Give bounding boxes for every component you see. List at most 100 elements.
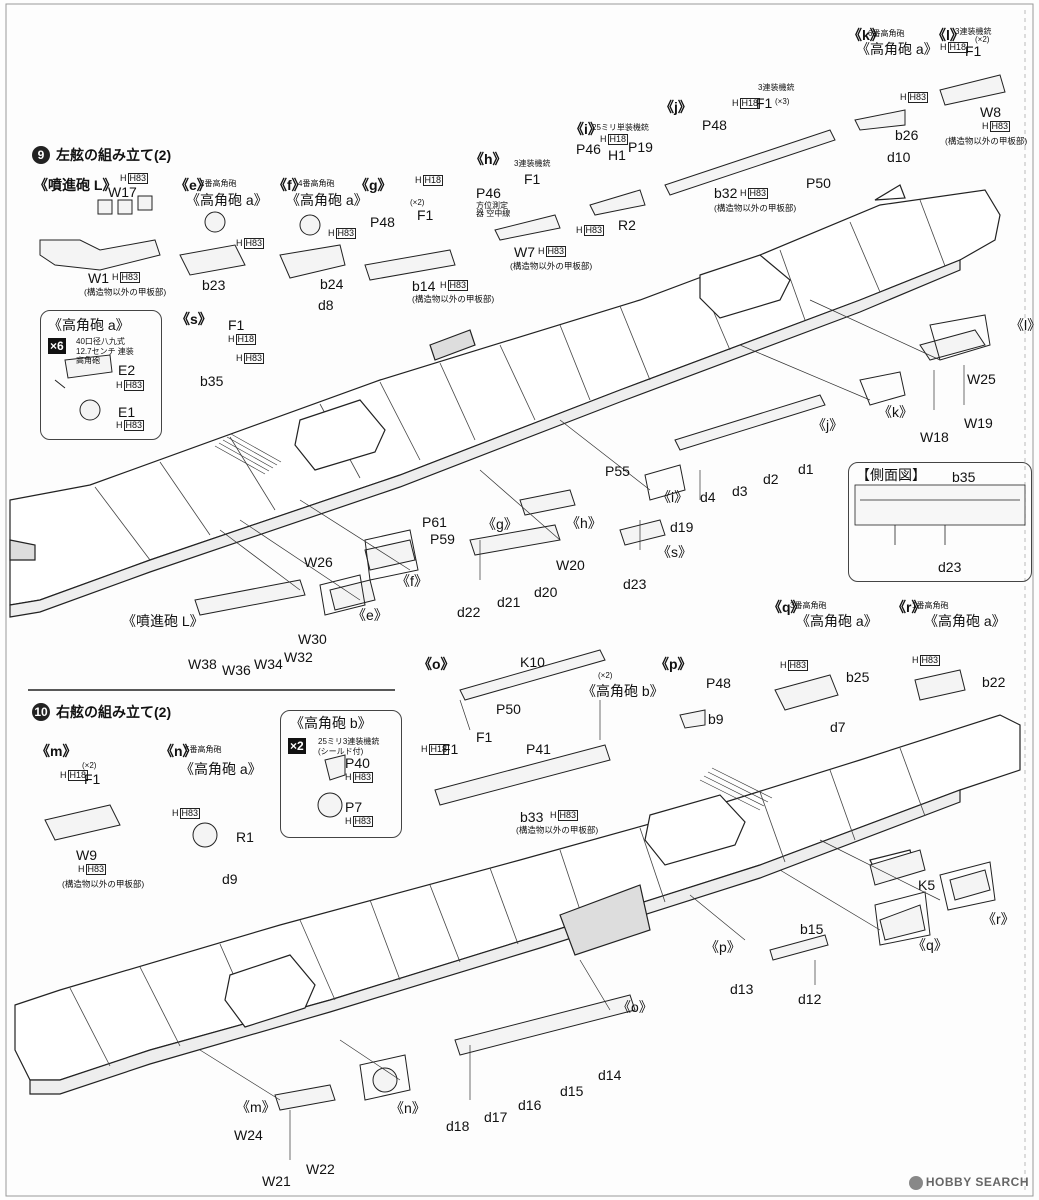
- part-label: F1: [417, 207, 434, 223]
- box-title: 【側面図】: [856, 467, 926, 483]
- part-label: W26: [304, 554, 333, 570]
- part-label: W22: [306, 1161, 335, 1177]
- part-label: E2: [118, 362, 136, 378]
- ring-label: 《p》: [705, 939, 741, 955]
- ring-label: 《h》: [566, 515, 602, 531]
- ring-callout: [364, 529, 419, 581]
- part-label: P48: [370, 214, 395, 230]
- box-title: 《高角砲 a》: [48, 317, 130, 333]
- part-label: P55: [605, 463, 630, 479]
- part-label: d8: [318, 297, 334, 313]
- part-label: W24: [234, 1127, 263, 1143]
- step10-number: 10: [32, 703, 50, 721]
- ring-callout: [644, 464, 686, 501]
- part-label: d15: [560, 1083, 584, 1099]
- group-label: 《l》: [932, 27, 964, 43]
- part-label: P46: [476, 185, 501, 201]
- part-label: W20: [556, 557, 585, 573]
- part-label: d19: [670, 519, 694, 535]
- deck-note: (構造物以外の甲板部): [510, 261, 593, 271]
- ring-label: 《e》: [352, 607, 388, 623]
- lower-components: [44, 649, 991, 1111]
- group-sub: 3連装機銃: [758, 83, 795, 92]
- ring-label: 《噴進砲 L》: [122, 613, 204, 629]
- group-label: 《p》: [655, 656, 692, 672]
- part-label: E1: [118, 404, 136, 420]
- part-label: d9: [222, 871, 238, 887]
- part-label: b35: [200, 373, 224, 389]
- part-label: F1: [965, 43, 982, 59]
- group-sub: 6番高角砲: [868, 29, 905, 38]
- part-label: W32: [284, 649, 313, 665]
- group-sub: 5番高角砲: [185, 745, 222, 754]
- group-label: 《r》: [892, 599, 926, 615]
- part-label: P40: [345, 755, 370, 771]
- side-view-box: [848, 462, 1032, 582]
- part-label: b35: [952, 469, 976, 485]
- part-label: d7: [830, 719, 846, 735]
- part-label: F1: [442, 741, 459, 757]
- part-label: W25: [967, 371, 996, 387]
- part-label: K10: [520, 654, 545, 670]
- part-label: b23: [202, 277, 226, 293]
- step9-heading: 9 左舷の組み立て(2): [32, 145, 171, 165]
- deck-note: (構造物以外の甲板部): [412, 294, 495, 304]
- group-label: 《h》: [470, 151, 507, 167]
- part-label: P48: [702, 117, 727, 133]
- part-label: d23: [623, 576, 647, 592]
- ring-label: 《n》: [390, 1100, 426, 1116]
- ring-label: 《j》: [812, 417, 844, 433]
- part-label: F1: [756, 95, 773, 111]
- part-label: P50: [496, 701, 521, 717]
- part-label: W36: [222, 662, 251, 678]
- group-sub: 25ミリ単装機銃: [592, 123, 649, 132]
- box-desc: 25ミリ3連装機銃 (シールド付): [318, 737, 380, 756]
- watermark-icon: [908, 1176, 923, 1190]
- part-label: b22: [982, 674, 1006, 690]
- box-desc: 40口径八九式 12.7センチ 連装高角砲: [76, 337, 134, 366]
- ring-label: 《k》: [878, 404, 913, 420]
- part-label: P59: [430, 531, 455, 547]
- part-label: W34: [254, 656, 283, 672]
- part-label: d1: [798, 461, 814, 477]
- upper-ship-hull: [9, 184, 1001, 618]
- part-label: b33: [520, 809, 544, 825]
- part-label: b25: [846, 669, 870, 685]
- lower-ship-hull: [14, 714, 1021, 1095]
- aa-gun-a-box: [40, 310, 162, 440]
- part-label: P50: [806, 175, 831, 191]
- ring-callout: [929, 314, 991, 361]
- part-label: W18: [920, 429, 949, 445]
- group-title: 《高角砲 a》: [856, 41, 938, 57]
- part-label: R1: [236, 829, 254, 845]
- part-label: b14: [412, 278, 436, 294]
- part-label: d17: [484, 1109, 508, 1125]
- ring-label: 《f》: [396, 573, 428, 589]
- group-label: 《j》: [660, 99, 692, 115]
- group-label: 《噴進砲 L》: [34, 177, 117, 193]
- ring-label: 《m》: [236, 1099, 276, 1115]
- part-label: b24: [320, 276, 344, 292]
- part-label: d13: [730, 981, 754, 997]
- group-sub: 1番高角砲: [912, 601, 949, 610]
- group-label: 《q》: [768, 599, 805, 615]
- part-label: d10: [887, 149, 911, 165]
- step9-number: 9: [32, 146, 50, 164]
- part-label: W19: [964, 415, 993, 431]
- part-label: P48: [706, 675, 731, 691]
